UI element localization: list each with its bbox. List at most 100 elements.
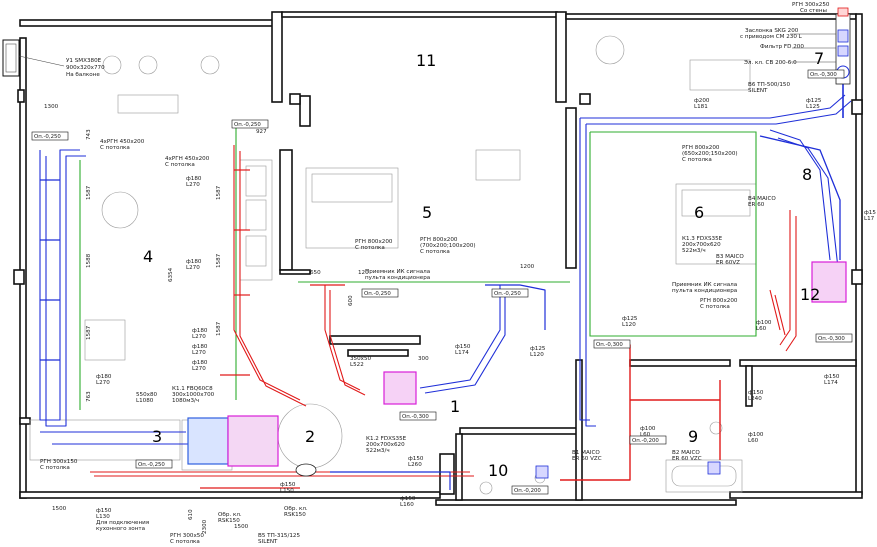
duct-room8-bundle-a — [769, 129, 831, 261]
flow-150-174b: ф150 — [824, 374, 840, 380]
label-rgn-bottom-sub: С потолка — [170, 539, 200, 545]
note-check-valve: Эл. кл. CB 200-6.0 — [744, 60, 797, 66]
flow-150-160: ф150 — [400, 496, 416, 502]
note-unit-size: 900х320х770 — [66, 65, 105, 71]
flow-150-260: ф150 — [408, 456, 424, 462]
label-rgn-6b: РГН 800х200 — [700, 298, 738, 304]
dim-1200: 1200 — [520, 264, 535, 270]
duct-room5-supply-a — [324, 285, 361, 391]
duct-room4-supply-b — [239, 151, 307, 407]
room-1: 1 — [450, 397, 460, 416]
label-rgn-3: РГН 300х150 — [40, 459, 78, 465]
dim-927: 927 — [256, 129, 267, 135]
label-fdxs-6-size: 200х700х620 — [682, 242, 721, 248]
duct-room5-exhaust-a — [419, 285, 501, 389]
duct-room8-b2 — [759, 135, 841, 260]
flow-125-120: ф125 — [530, 346, 546, 352]
duct-room4-exhaust-a — [39, 149, 80, 421]
label-b3: В3 MAICO — [716, 254, 744, 260]
flow-180-f: ф180 — [96, 374, 112, 380]
flow-100-b-l: L60 — [748, 438, 759, 444]
dim-1588: 1588 — [86, 253, 92, 268]
flow-labels: ф180 L270 ф180 L270 ф180 L270 ф180 L270 … — [96, 98, 876, 520]
duct-room5-exhaust-b — [424, 290, 506, 394]
duct-room4-exhaust-b — [45, 155, 86, 427]
left-top-note: У1 SMX380E 900х320х770 На балконе — [18, 55, 105, 78]
flow-150-240-l: L240 — [748, 396, 762, 402]
flow-180-b: ф180 — [186, 259, 202, 265]
label-rgn800-5: РГН 800х200 — [355, 239, 393, 245]
label-obr1-sub: RSK150 — [218, 518, 240, 524]
level-5b: Оп.-0,250 — [494, 291, 521, 297]
room-2: 2 — [305, 427, 315, 446]
flow-150-174b-l: L174 — [824, 380, 838, 386]
flow-125-125-l: L125 — [806, 104, 820, 110]
level-4: Оп.-0,250 — [34, 134, 61, 140]
flow-100-a-l: L60 — [640, 432, 651, 438]
duct-room5-supply-b — [329, 290, 366, 396]
label-b5-sub: SILENT — [258, 539, 278, 545]
flow-180-d: ф180 — [192, 344, 208, 350]
note-rgn-300: РГН 300х250 — [792, 2, 830, 8]
dim-300: 300 — [418, 356, 429, 362]
room-11: 11 — [416, 51, 436, 70]
level-6b: Оп.-0,300 — [818, 336, 845, 342]
label-ir-5-sub: пульта кондиционера — [365, 275, 430, 281]
level-marks: Оп.-0,250 Оп.-0,250 Оп.-0,250 Оп.-0,250 … — [31, 69, 853, 495]
flow-125-120-l: L120 — [530, 352, 544, 358]
label-b1: В1 MAICO — [572, 450, 600, 456]
flow-100-b: ф100 — [748, 432, 764, 438]
flow-180-d-l: L270 — [192, 350, 206, 356]
note-drive: с приводом CM 230 L — [740, 34, 803, 40]
label-rgn-5b: РГН 800х200 — [420, 237, 458, 243]
dim-120: 120 — [358, 270, 369, 276]
label-d550: 550х80 — [136, 392, 158, 398]
duct-room12-red2-a — [769, 289, 781, 331]
label-k12-size: 200х700х620 — [366, 442, 405, 448]
dim-1587e: 1587 — [216, 321, 222, 336]
flow-150-17: ф15 — [864, 210, 876, 216]
unit-k12 — [383, 371, 417, 405]
walls — [13, 11, 863, 506]
flow-100-c: ф100 — [756, 320, 772, 326]
label-k11-size: 300х1000х700 — [172, 392, 215, 398]
label-kitchen: Для подключения — [96, 520, 149, 526]
dim-1500b: 1500 — [234, 524, 249, 530]
room-5: 5 — [422, 203, 432, 222]
flow-180-b-l: L270 — [186, 265, 200, 271]
label-k12: К1.2 FDXS35E — [366, 436, 407, 442]
duct-room6-main-a — [579, 118, 590, 421]
level-2: Оп.-0,300 — [402, 414, 429, 420]
label-k12-flow: 522м3/ч — [366, 448, 390, 454]
note-wall: Со стены — [800, 8, 827, 14]
level-4b: Оп.-0,250 — [234, 122, 261, 128]
duct-room6-main-b — [585, 124, 596, 427]
flow-180-c-l: L270 — [192, 334, 206, 340]
flow-180-a: ф180 — [186, 176, 202, 182]
label-b1-sub: ER 60 VZC — [572, 456, 602, 462]
room-6: 6 — [694, 203, 704, 222]
label-b4-sub: ER 60 — [748, 202, 765, 208]
furniture — [29, 35, 757, 495]
dim-763: 763 — [86, 391, 92, 402]
dim-2300: 2300 — [202, 519, 208, 534]
unit-k11 — [187, 417, 229, 465]
level-10: Оп.-0,200 — [514, 488, 541, 494]
label-b2: В2 MAICO — [672, 450, 700, 456]
flow-180-e-l: L270 — [192, 366, 206, 372]
flow-150-174a: ф150 — [455, 344, 471, 350]
flow-150-240: ф150 — [748, 390, 764, 396]
dim-1587c: 1587 — [216, 185, 222, 200]
label-grill-4a: 4хРГН 450х200 — [100, 139, 145, 145]
flow-100-c-l: L60 — [756, 326, 767, 332]
duct-room12-red2-b — [774, 294, 786, 336]
label-d350: 350х50 — [350, 356, 372, 362]
flow-150-174a-l: L174 — [455, 350, 469, 356]
top-right-notes: РГН 300х250 Со стены Заслонка SKG 200 с … — [740, 2, 836, 94]
duct-room12-supply-b — [785, 216, 797, 352]
dim-743: 743 — [86, 129, 92, 140]
label-obr2-sub: RSK150 — [284, 512, 306, 518]
label-rgn-5b-size: (700х200;100х200) — [420, 243, 476, 249]
duct-top-main-a — [580, 94, 846, 119]
